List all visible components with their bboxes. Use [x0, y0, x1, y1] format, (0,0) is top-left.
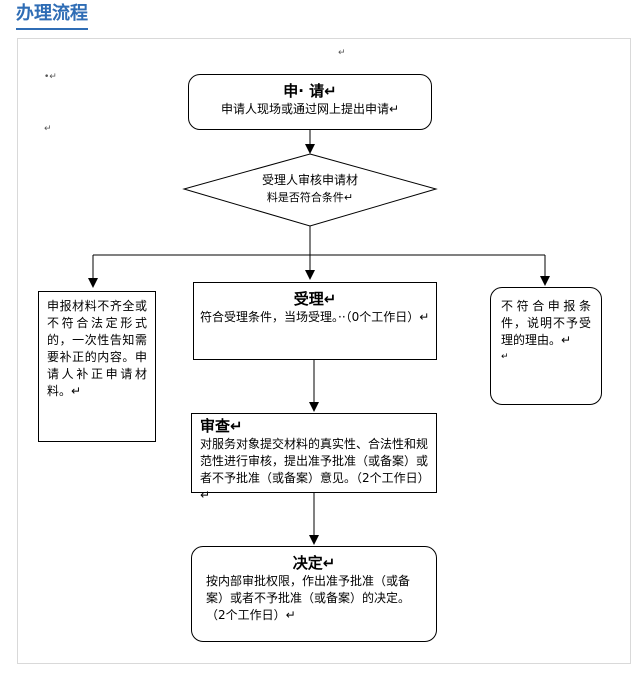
apply-text: 申请人现场或通过网上提出申请↵: [220, 102, 400, 116]
decide-text: 按内部审批权限，作出准予批准（或备案）或者不予批准（或备案）的决定。（2个工作日…: [206, 574, 411, 622]
review-title: 审查↵: [200, 417, 243, 435]
paragraph-mark: ↵: [338, 48, 346, 58]
paragraph-mark: ↵: [44, 124, 52, 134]
decision-line-2: 料是否符合条件↵: [266, 191, 354, 204]
apply-node: 申· 请↵ 申请人现场或通过网上提出申请↵: [188, 74, 432, 130]
accept-title: 受理↵: [293, 290, 337, 308]
decide-node: 决定↵ 按内部审批权限，作出准予批准（或备案）或者不予批准（或备案）的决定。（2…: [191, 546, 437, 642]
incomplete-node: 申报材料不齐全或不符合法定形式的，一次性告知需要补正的内容。申请人补正申请材料。…: [38, 291, 156, 442]
accept-node: 受理↵ 符合受理条件，当场受理。··（0个工作日）↵: [193, 282, 437, 360]
flowchart-frame: [17, 38, 631, 664]
reject-node: 不符合申报条件，说明不予受理的理由。↵ ↵: [490, 287, 602, 405]
decide-title: 决定↵: [292, 554, 336, 572]
decision-line-1: 受理人审核申请材: [261, 173, 358, 187]
apply-title: 申· 请↵: [283, 82, 337, 100]
page-title: 办理流程: [16, 2, 88, 30]
decision-text: 受理人审核申请材 料是否符合条件↵: [234, 172, 386, 206]
reject-text: 不符合申报条件，说明不予受理的理由。↵: [501, 299, 591, 347]
review-text: 对服务对象提交材料的真实性、合法性和规范性进行审核，提出准予批准（或备案）或者不…: [200, 437, 429, 502]
incomplete-text: 申报材料不齐全或不符合法定形式的，一次性告知需要补正的内容。申请人补正申请材料。…: [47, 299, 147, 398]
review-node: 审查↵ 对服务对象提交材料的真实性、合法性和规范性进行审核，提出准予批准（或备案…: [191, 413, 437, 502]
paragraph-mark: ↵: [501, 352, 509, 362]
paragraph-mark: •↵: [44, 72, 57, 82]
accept-text: 符合受理条件，当场受理。··（0个工作日）↵: [200, 310, 430, 324]
